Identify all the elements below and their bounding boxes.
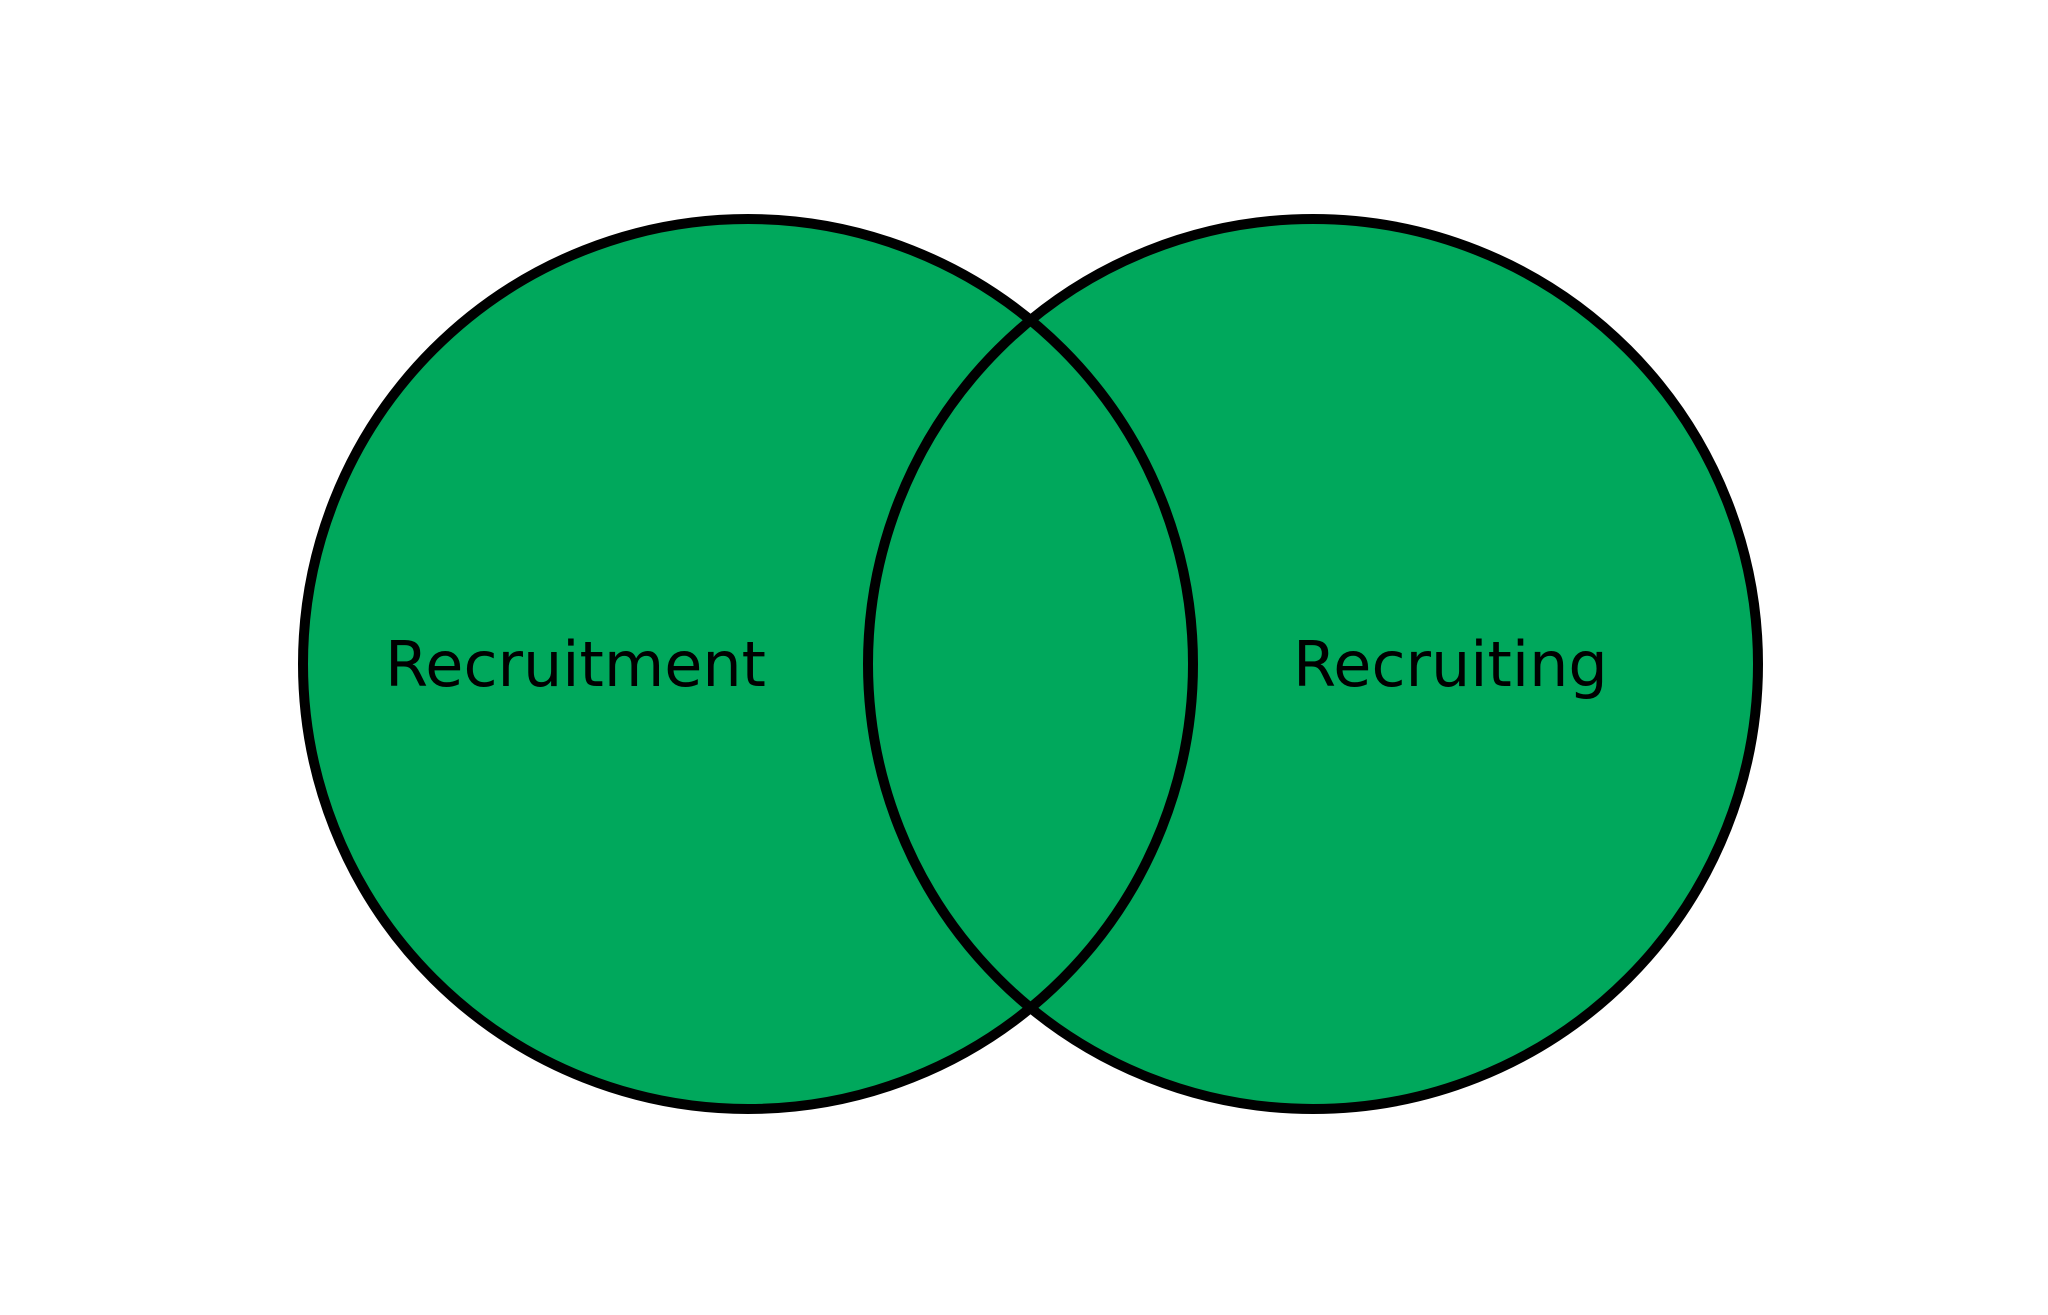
set-circle-right xyxy=(868,219,1758,1109)
set-outline-left xyxy=(298,214,1198,1114)
set-outline-right xyxy=(863,214,1763,1114)
set-label-recruitment: Recruitment xyxy=(385,628,766,701)
set-label-recruiting: Recruiting xyxy=(1293,628,1608,701)
outline-group xyxy=(298,214,1763,1114)
set-circle-right-fill-group xyxy=(868,219,1758,1109)
